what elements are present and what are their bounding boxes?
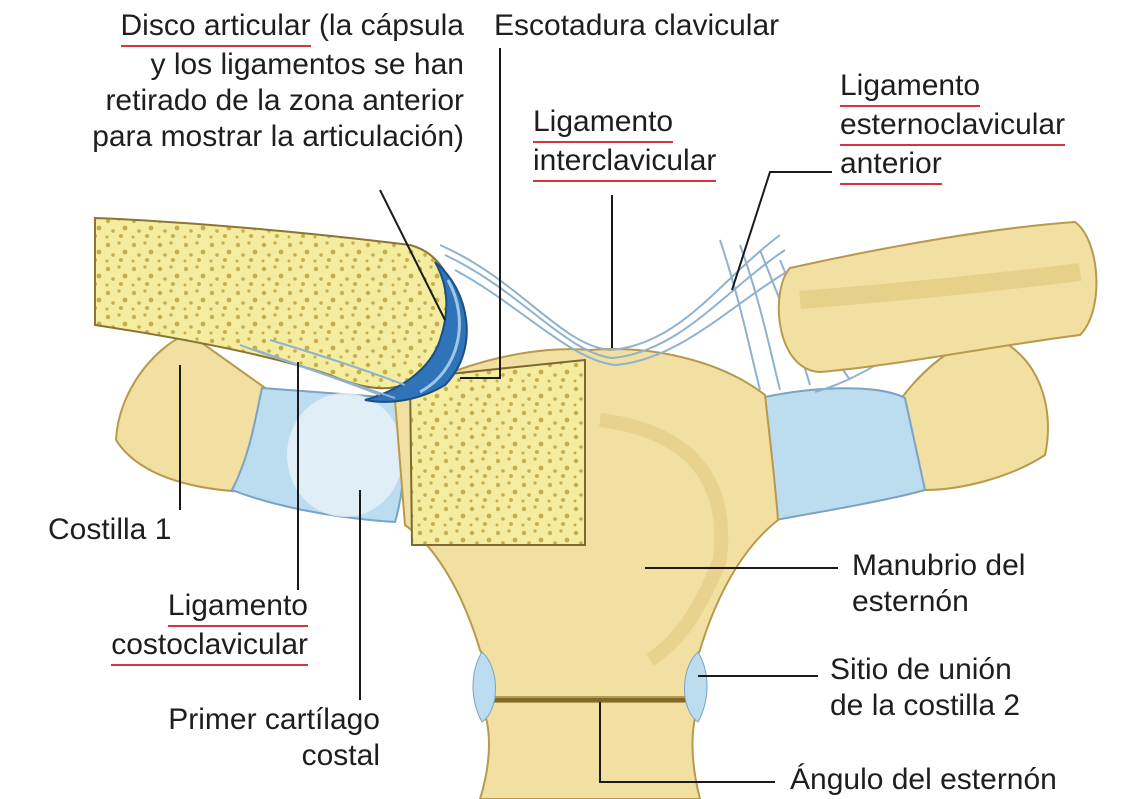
label-interclav-line2: interclavicular	[533, 143, 716, 182]
label-disco-line1-rest: (la cápsula	[311, 9, 464, 42]
label-disco-line2: y los ligamentos se han	[14, 47, 464, 83]
label-sitio-union-costilla-2: Sitio de unión de la costilla 2	[830, 652, 1020, 724]
label-ligamento-costoclavicular: Ligamento costoclavicular	[40, 588, 308, 666]
label-ligamento-interclavicular: Ligamento interclavicular	[533, 104, 716, 182]
label-primer-line1: Primer cartílago	[40, 702, 380, 738]
label-disco-articular: Disco articular (la cápsula y los ligame…	[14, 8, 464, 155]
label-sitio-line1: Sitio de unión	[830, 652, 1020, 688]
label-disco-title: Disco articular	[121, 8, 311, 47]
label-sitio-line2: de la costilla 2	[830, 688, 1020, 724]
rib-1-right	[900, 339, 1048, 490]
label-costoclav-line2: costoclavicular	[111, 627, 308, 666]
label-angulo-esternon: Ángulo del esternón	[790, 762, 1057, 798]
label-manubrio-line1: Manubrio del	[852, 548, 1025, 584]
label-esternoclav-line3: anterior	[840, 146, 942, 185]
label-esternoclav-line1: Ligamento	[840, 68, 980, 107]
label-manubrio-esternon: Manubrio del esternón	[852, 548, 1025, 620]
label-disco-line3: retirado de la zona anterior	[14, 83, 464, 119]
sternal-body	[480, 702, 700, 799]
label-costilla-1: Costilla 1	[48, 512, 171, 548]
label-ligamento-esternoclavicular: Ligamento esternoclavicular anterior	[840, 68, 1065, 185]
label-escotadura-clavicular: Escotadura clavicular	[494, 8, 779, 44]
costal-cartilage-right	[760, 388, 925, 520]
label-costoclav-line1: Ligamento	[168, 588, 308, 627]
label-interclav-line1: Ligamento	[533, 104, 673, 143]
label-disco-line4: para mostrar la articulación)	[14, 119, 464, 155]
label-esternoclav-line2: esternoclavicular	[840, 107, 1065, 146]
label-manubrio-line2: esternón	[852, 584, 1025, 620]
label-primer-cartilago-costal: Primer cartílago costal	[40, 702, 380, 774]
label-primer-line2: costal	[40, 738, 380, 774]
